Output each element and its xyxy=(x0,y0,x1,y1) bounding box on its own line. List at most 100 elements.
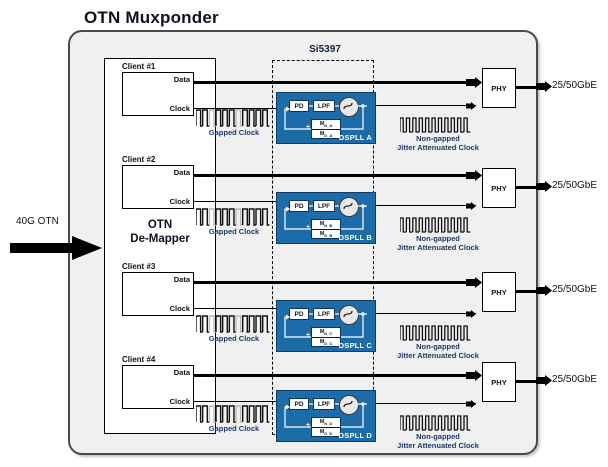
gapped-clock-waveform-3 xyxy=(195,312,272,339)
dspll-name-2: DSPLL B xyxy=(338,233,372,242)
phase-detector-4: PD xyxy=(289,398,309,410)
phase-detector-2: PD xyxy=(289,200,309,212)
phy-output-line-4 xyxy=(516,380,542,384)
pll-internal-wiring-4 xyxy=(284,402,367,428)
phy-block-4: PHY xyxy=(482,362,516,402)
phy-output-arrow-1 xyxy=(536,81,552,92)
demapper-line2: De-Mapper xyxy=(130,233,190,245)
gapped-wave-icon-2 xyxy=(195,208,270,226)
loop-filter-3: LPF xyxy=(313,308,335,320)
nongapped-wave-icon-1 xyxy=(399,117,471,133)
phy-output-arrow-2 xyxy=(536,181,552,192)
pll-output-line-1 xyxy=(376,105,476,107)
gapped-clock-caption-4: Gapped Clock xyxy=(208,424,260,433)
client-block-4: Data Clock xyxy=(122,365,194,409)
data-arrow-2 xyxy=(466,170,482,181)
vco-scurve-icon-3 xyxy=(339,305,359,325)
page-title: OTN Muxponder xyxy=(84,8,219,27)
nongapped-clock-waveform-1 xyxy=(399,114,474,139)
dspll-block-c: PD LPF + MN_C MD_C DSPLL C xyxy=(276,300,376,352)
gapped-clock-waveform-2 xyxy=(195,205,272,232)
nongapped-wave-icon-4 xyxy=(399,415,471,431)
data-line-2 xyxy=(194,174,478,178)
gapped-clock-waveform-4 xyxy=(195,402,272,429)
output-label-4: 25/50GbE xyxy=(552,374,598,385)
summing-plus-4: + xyxy=(306,422,311,429)
gapped-clock-caption-3: Gapped Clock xyxy=(208,334,260,343)
output-label-1: 25/50GbE xyxy=(552,80,598,91)
pll-internal-wiring-2 xyxy=(284,204,367,230)
summing-plus-1: + xyxy=(306,124,311,131)
feedback-divider-3: MN_C MD_C xyxy=(311,327,341,347)
summing-plus-2: + xyxy=(306,224,311,231)
divider-numerator-1: MN_A xyxy=(312,120,340,130)
clock-line-3 xyxy=(194,308,290,310)
dspll-block-b: PD LPF + MN_B MD_B DSPLL B xyxy=(276,192,376,244)
pll-output-arrow-4 xyxy=(466,399,476,408)
nongapped-clock-waveform-4 xyxy=(399,412,474,437)
client-label-2: Client #2 xyxy=(122,155,156,164)
data-arrow-4 xyxy=(466,370,482,381)
loop-filter-1: LPF xyxy=(313,100,335,112)
gapped-wave-icon-1 xyxy=(195,109,270,127)
clock-line-4 xyxy=(194,401,290,403)
loop-filter-4: LPF xyxy=(313,398,335,410)
data-arrow-3 xyxy=(466,277,482,288)
divider-denominator-4: MD_D xyxy=(319,429,333,437)
data-line-4 xyxy=(194,374,478,378)
data-arrow-1 xyxy=(466,77,482,88)
gapped-clock-caption-1: Gapped Clock xyxy=(208,128,260,137)
client-label-4: Client #4 xyxy=(122,355,156,364)
pll-output-line-2 xyxy=(376,205,476,207)
phase-detector-3: PD xyxy=(289,308,309,320)
divider-denominator-2: MD_B xyxy=(319,231,333,239)
pin-data-2: Data xyxy=(173,168,190,177)
client-block-1: Data Clock xyxy=(122,72,194,116)
gapped-clock-caption-2: Gapped Clock xyxy=(208,227,260,236)
nongapped-wave-icon-3 xyxy=(399,325,471,341)
divider-numerator-3: MN_C xyxy=(312,328,340,338)
divider-numerator-4: MN_D xyxy=(312,418,340,428)
phy-output-arrow-4 xyxy=(536,375,552,386)
vco-scurve-icon-2 xyxy=(339,197,359,217)
data-line-3 xyxy=(194,281,478,285)
phy-block-2: PHY xyxy=(482,168,516,208)
feedback-divider-4: MN_D MD_D xyxy=(311,417,341,437)
si5397-device-label: Si5397 xyxy=(309,44,341,55)
divider-denominator-3: MD_C xyxy=(319,339,333,347)
loop-filter-2: LPF xyxy=(313,200,335,212)
clock-line-2 xyxy=(194,201,290,203)
gapped-clock-waveform-1 xyxy=(195,106,272,133)
nongapped-clock-waveform-2 xyxy=(399,214,474,239)
pin-clock-3: Clock xyxy=(169,304,190,313)
phy-output-line-2 xyxy=(516,186,542,190)
dspll-name-4: DSPLL D xyxy=(338,431,372,440)
client-label-3: Client #3 xyxy=(122,262,156,271)
pll-output-arrow-2 xyxy=(466,201,476,210)
pll-internal-wiring-3 xyxy=(284,312,367,338)
client-label-1: Client #1 xyxy=(122,62,156,71)
pin-data-1: Data xyxy=(173,75,190,84)
vco-scurve-icon-4 xyxy=(339,395,359,415)
dspll-name-1: DSPLL A xyxy=(338,133,372,142)
output-label-2: 25/50GbE xyxy=(552,180,598,191)
pin-data-3: Data xyxy=(173,275,190,284)
output-label-3: 25/50GbE xyxy=(552,284,598,295)
phy-output-line-3 xyxy=(516,290,542,294)
divider-denominator-1: MD_A xyxy=(319,131,333,139)
feedback-divider-2: MN_B MD_B xyxy=(311,219,341,239)
phy-output-line-1 xyxy=(516,86,542,90)
phy-block-3: PHY xyxy=(482,272,516,312)
otn-input-label: 40G OTN xyxy=(16,216,59,227)
feedback-divider-1: MN_A MD_A xyxy=(311,119,341,139)
clock-line-1 xyxy=(194,108,290,110)
phase-detector-1: PD xyxy=(289,100,309,112)
phy-output-arrow-3 xyxy=(536,285,552,296)
nongapped-clock-waveform-3 xyxy=(399,322,474,347)
client-block-3: Data Clock xyxy=(122,272,194,316)
gapped-wave-icon-4 xyxy=(195,405,270,423)
